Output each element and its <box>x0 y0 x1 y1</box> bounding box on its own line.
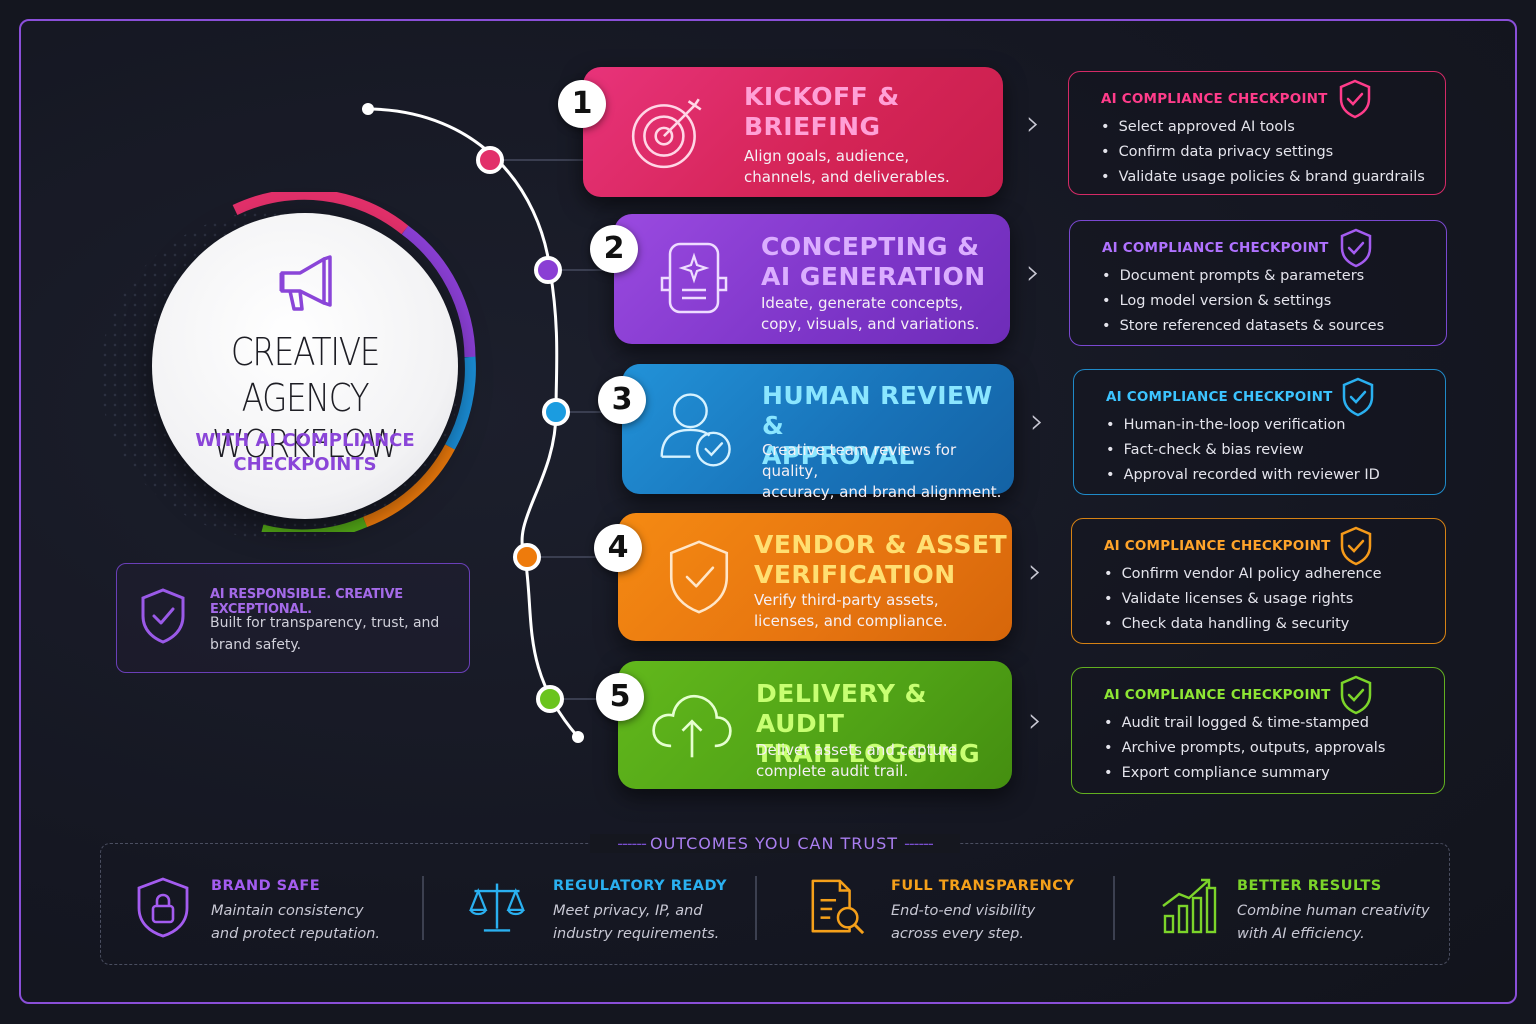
checkpoint-4-title: AI COMPLIANCE CHECKPOINT <box>1104 538 1331 554</box>
list-item: Validate usage policies & brand guardrai… <box>1101 165 1425 190</box>
list-item: Human-in-the-loop verification <box>1106 413 1380 438</box>
chevron-right-icon: › <box>1028 700 1043 741</box>
step-2-title: CONCEPTING &AI GENERATION <box>761 232 986 291</box>
list-item: Audit trail logged & time-stamped <box>1104 711 1385 736</box>
list-item: Confirm vendor AI policy adherence <box>1104 562 1382 587</box>
checkpoint-3-title: AI COMPLIANCE CHECKPOINT <box>1106 389 1333 405</box>
step-1-number: 1 <box>558 80 606 128</box>
shield-check-icon <box>1340 526 1372 566</box>
heading-dash-left: ------ <box>617 834 650 853</box>
scales-icon <box>469 883 525 932</box>
list-item: Fact-check & bias review <box>1106 438 1380 463</box>
checkpoint-5-list: Audit trail logged & time-stamped Archiv… <box>1104 711 1386 786</box>
checkpoint-2-list: Document prompts & parameters Log model … <box>1102 264 1385 339</box>
divider <box>1113 876 1115 940</box>
list-item: Store referenced datasets & sources <box>1102 314 1385 339</box>
hero-circle: CREATIVE AGENCY WORKFLOW WITH AI COMPLIA… <box>152 213 458 519</box>
document-search-icon <box>811 879 865 935</box>
outcomes-heading: ------ OUTCOMES YOU CAN TRUST ------ <box>590 834 960 853</box>
megaphone-icon <box>279 255 332 311</box>
responsible-text: Built for transparency, trust, and brand… <box>210 615 440 653</box>
checkpoint-card-1: AI COMPLIANCE CHECKPOINT Select approved… <box>1068 71 1446 195</box>
shield-check-icon <box>141 588 185 644</box>
checkpoint-2-title: AI COMPLIANCE CHECKPOINT <box>1102 240 1329 256</box>
chevron-right-icon: › <box>1026 252 1041 293</box>
outcome-1-title: BRAND SAFE <box>211 878 321 894</box>
shield-check-icon <box>1340 228 1372 268</box>
list-item: Archive prompts, outputs, approvals <box>1104 736 1386 761</box>
ai-document-icon <box>660 242 728 314</box>
divider <box>422 876 424 940</box>
list-item: Log model version & settings <box>1102 289 1384 314</box>
list-item: Export compliance summary <box>1104 761 1385 786</box>
step-3-title: HUMAN REVIEW &APPROVAL <box>762 381 993 470</box>
responsible-box: AI RESPONSIBLE. CREATIVE EXCEPTIONAL. Bu… <box>116 563 470 673</box>
target-icon <box>631 98 702 169</box>
growth-chart-icon <box>1162 878 1217 934</box>
responsible-title: AI RESPONSIBLE. CREATIVE EXCEPTIONAL. <box>210 587 403 617</box>
outcome-3-title: FULL TRANSPARENCY <box>891 878 1075 894</box>
checkpoint-5-title: AI COMPLIANCE CHECKPOINT <box>1104 687 1331 703</box>
lock-shield-icon <box>137 877 189 938</box>
shield-check-icon <box>669 540 729 614</box>
checkpoint-card-4: AI COMPLIANCE CHECKPOINT Confirm vendor … <box>1071 518 1446 644</box>
step-3-number: 3 <box>598 376 646 424</box>
shield-check-icon <box>1339 79 1371 119</box>
list-item: Validate licenses & usage rights <box>1104 587 1382 612</box>
outcome-2-title: REGULATORY READY <box>553 878 727 894</box>
list-item: Approval recorded with reviewer ID <box>1106 463 1380 488</box>
shield-check-icon <box>1342 377 1374 417</box>
step-3-description: Creative team reviews for quality,accura… <box>762 441 1002 501</box>
checkpoint-card-3: AI COMPLIANCE CHECKPOINT Human-in-the-lo… <box>1073 369 1446 495</box>
step-1-description: Align goals, audience,channels, and deli… <box>744 147 950 186</box>
user-check-icon <box>660 393 731 467</box>
checkpoint-card-5: AI COMPLIANCE CHECKPOINT Audit trail log… <box>1071 667 1445 794</box>
step-1-title: KICKOFF &BRIEFING <box>744 82 900 141</box>
step-4-description: Verify third-party assets,licenses, and … <box>754 591 948 630</box>
chevron-right-icon: › <box>1026 103 1041 144</box>
checkpoint-1-title: AI COMPLIANCE CHECKPOINT <box>1101 91 1328 107</box>
list-item: Check data handling & security <box>1104 612 1382 637</box>
shield-check-icon <box>1340 675 1372 715</box>
step-card-3: HUMAN REVIEW &APPROVAL Creative team rev… <box>622 364 1014 501</box>
divider <box>755 876 757 940</box>
step-card-1: KICKOFF &BRIEFING Align goals, audience,… <box>583 67 1003 197</box>
list-item: Confirm data privacy settings <box>1101 140 1425 165</box>
step-4-number: 4 <box>594 524 642 572</box>
step-2-description: Ideate, generate concepts,copy, visuals,… <box>761 294 980 333</box>
checkpoint-1-list: Select approved AI tools Confirm data pr… <box>1101 115 1425 190</box>
outcomes-label: OUTCOMES YOU CAN TRUST <box>649 834 899 853</box>
checkpoint-3-list: Human-in-the-loop verification Fact-chec… <box>1106 413 1380 488</box>
checkpoint-4-list: Confirm vendor AI policy adherence Valid… <box>1104 562 1382 637</box>
checkpoint-card-2: AI COMPLIANCE CHECKPOINT Document prompt… <box>1069 220 1447 346</box>
chevron-right-icon: › <box>1028 551 1043 592</box>
cloud-upload-icon <box>652 694 732 758</box>
heading-dash-right: ------ <box>904 834 934 853</box>
step-2-number: 2 <box>590 225 638 273</box>
list-item: Select approved AI tools <box>1101 115 1425 140</box>
hero-subtitle: WITH AI COMPLIANCE CHECKPOINTS <box>195 430 415 475</box>
chevron-right-icon: › <box>1030 401 1045 442</box>
step-card-2: CONCEPTING &AI GENERATION Ideate, genera… <box>614 214 1010 344</box>
step-5-number: 5 <box>596 673 644 721</box>
list-item: Document prompts & parameters <box>1102 264 1384 289</box>
outcome-4-title: BETTER RESULTS <box>1237 878 1382 894</box>
